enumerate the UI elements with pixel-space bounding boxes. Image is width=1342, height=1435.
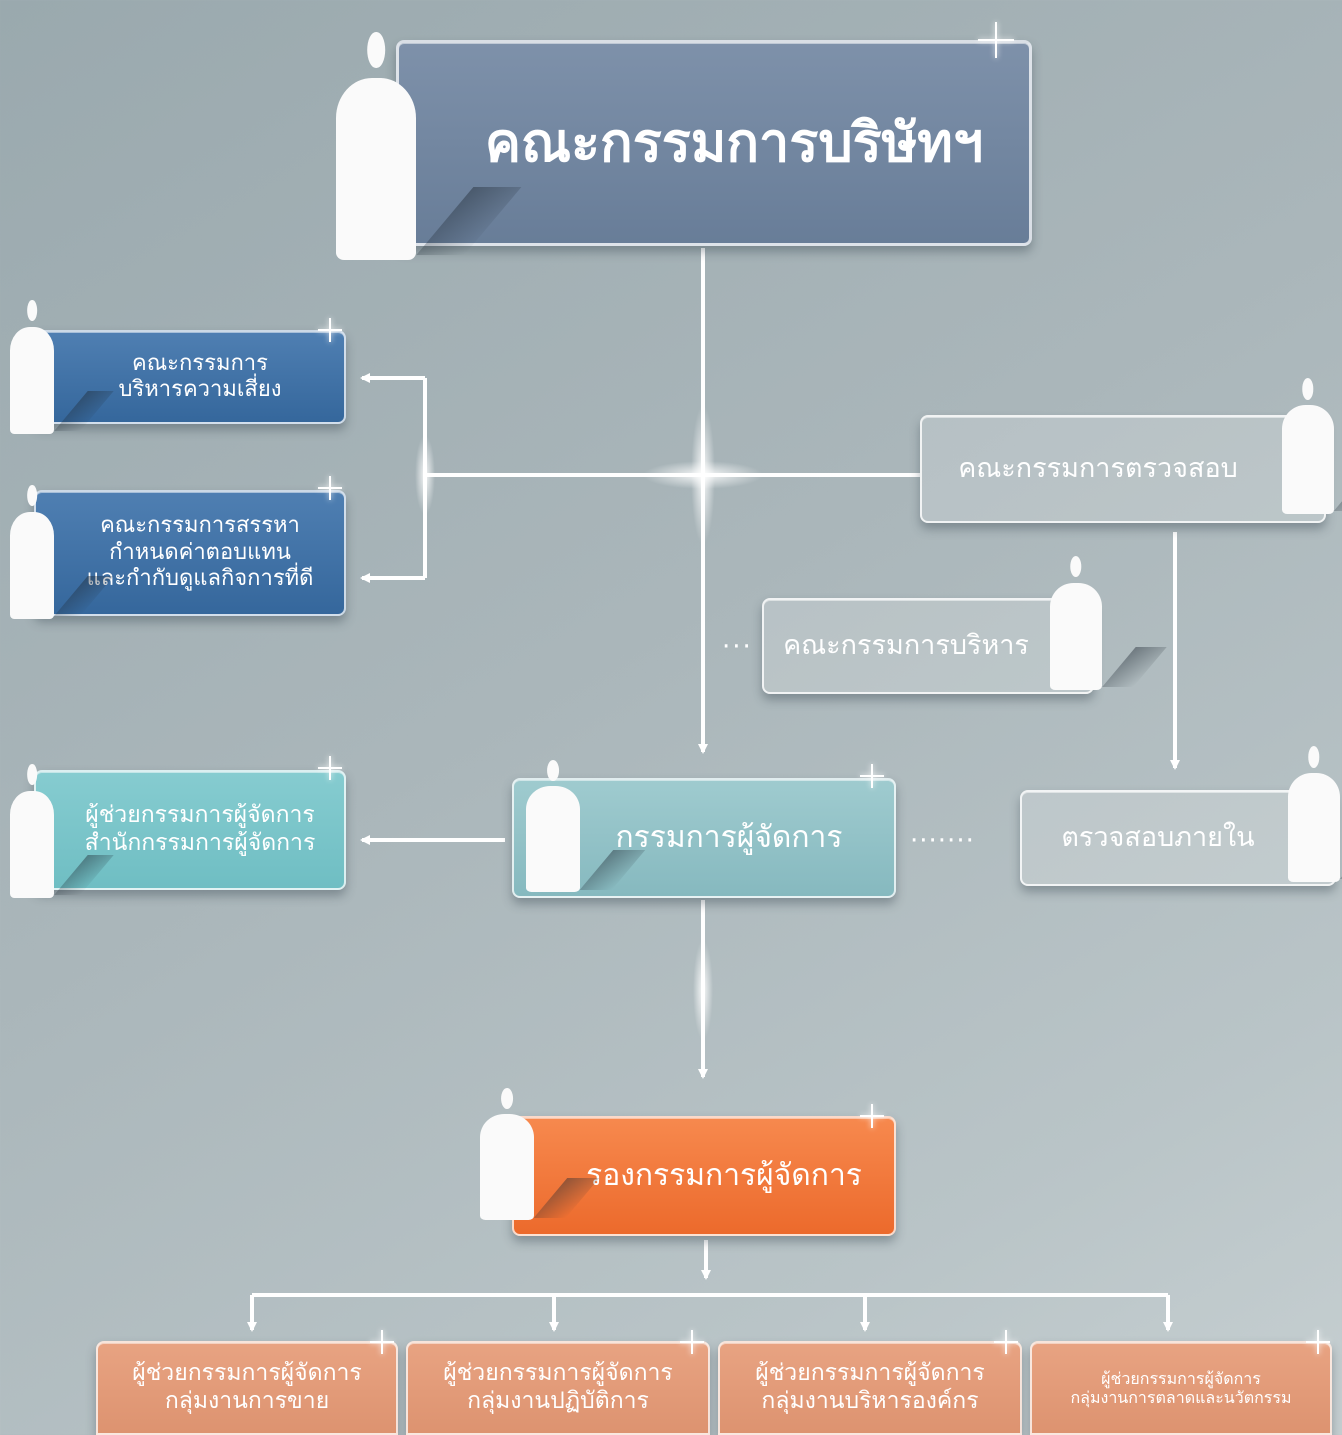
executive-committee-label: คณะกรรมการบริหาร <box>783 629 1029 661</box>
risk-committee-label: คณะกรรมการ บริหารความเสี่ยง <box>118 350 282 402</box>
person-icon <box>1050 556 1102 690</box>
deputy-md-box: รองกรรมการผู้จัดการ <box>512 1116 896 1236</box>
deputy-md-label: รองกรรมการผู้จัดการ <box>586 1158 862 1193</box>
sparkle-icon <box>370 1330 394 1354</box>
person-icon <box>336 32 416 260</box>
marketing-assistant-label: ผู้ช่วยกรรมการผู้จัดการ กลุ่มงานการตลาดแ… <box>1070 1368 1292 1407</box>
sales-assistant-box: ผู้ช่วยกรรมการผู้จัดการ กลุ่มงานการขาย <box>96 1341 398 1435</box>
nomination-committee-label: คณะกรรมการสรรหา กำหนดค่าตอบแทน และกำกับด… <box>86 513 314 592</box>
dotted-connector: ······· <box>910 826 975 856</box>
person-icon <box>1288 746 1340 882</box>
sparkle-icon <box>318 476 342 500</box>
sparkle-icon <box>318 318 342 342</box>
ceo-office-assistant-box: ผู้ช่วยกรรมการผู้จัดการ สำนักกรรมการผู้จ… <box>34 770 346 890</box>
sparkle-icon <box>978 22 1014 58</box>
org-admin-assistant-box: ผู้ช่วยกรรมการผู้จัดการ กลุ่มงานบริหารอง… <box>718 1341 1022 1435</box>
person-icon <box>526 760 580 892</box>
operations-assistant-label: ผู้ช่วยกรรมการผู้จัดการ กลุ่มงานปฏิบัติก… <box>443 1360 673 1414</box>
internal-audit-box: ตรวจสอบภายใน <box>1020 790 1336 886</box>
managing-director-label: กรรมการผู้จัดการ <box>615 820 843 855</box>
person-icon <box>10 300 54 434</box>
sparkle-icon <box>1306 1330 1330 1354</box>
internal-audit-label: ตรวจสอบภายใน <box>1061 821 1255 853</box>
board-of-directors-label: คณะกรรมการบริษัทฯ <box>484 110 984 174</box>
operations-assistant-box: ผู้ช่วยกรรมการผู้จัดการ กลุ่มงานปฏิบัติก… <box>406 1341 710 1435</box>
sparkle-icon <box>680 1330 704 1354</box>
person-icon <box>480 1088 534 1220</box>
dotted-connector: ··· <box>722 632 753 662</box>
marketing-assistant-box: ผู้ช่วยกรรมการผู้จัดการ กลุ่มงานการตลาดแ… <box>1030 1341 1332 1435</box>
ceo-office-assistant-label: ผู้ช่วยกรรมการผู้จัดการ สำนักกรรมการผู้จ… <box>84 802 316 856</box>
sparkle-icon <box>318 756 342 780</box>
person-icon <box>10 485 54 619</box>
executive-committee-box: คณะกรรมการบริหาร <box>762 598 1094 694</box>
audit-committee-label: คณะกรรมการตรวจสอบ <box>958 452 1238 484</box>
sparkle-icon <box>994 1330 1018 1354</box>
person-icon <box>1282 378 1334 514</box>
audit-committee-box: คณะกรรมการตรวจสอบ <box>920 415 1326 523</box>
org-admin-assistant-label: ผู้ช่วยกรรมการผู้จัดการ กลุ่มงานบริหารอง… <box>755 1360 985 1414</box>
sparkle-icon <box>860 1104 884 1128</box>
sales-assistant-label: ผู้ช่วยกรรมการผู้จัดการ กลุ่มงานการขาย <box>132 1360 362 1414</box>
board-of-directors-box: คณะกรรมการบริษัทฯ <box>396 40 1032 246</box>
person-icon <box>10 764 54 898</box>
sparkle-icon <box>860 764 884 788</box>
